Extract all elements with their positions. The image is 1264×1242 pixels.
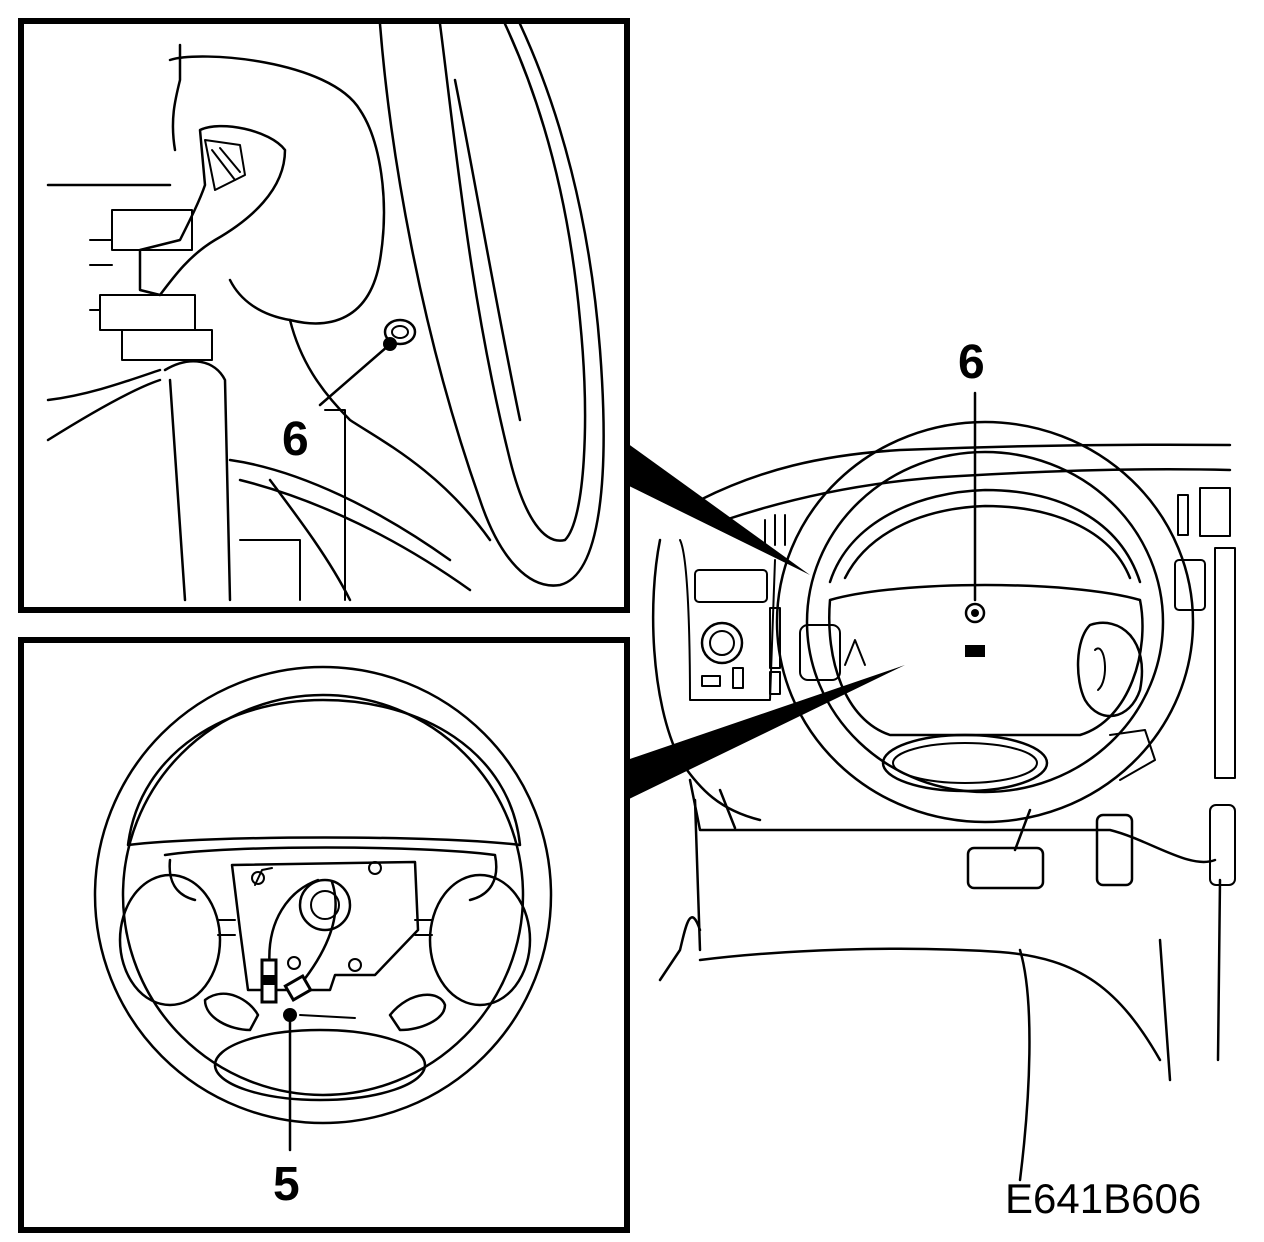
figure-code: E641B606	[1005, 1175, 1201, 1222]
callout-main-view: 6	[958, 336, 985, 389]
main-dashboard-view	[651, 391, 1236, 1182]
zoom-connector-lines	[627, 443, 905, 800]
callout-bottom-inset: 5	[273, 1158, 300, 1211]
bottom-inset-panel	[18, 637, 630, 1233]
callout-top-inset: 6	[282, 413, 309, 466]
top-inset-panel	[18, 18, 630, 613]
